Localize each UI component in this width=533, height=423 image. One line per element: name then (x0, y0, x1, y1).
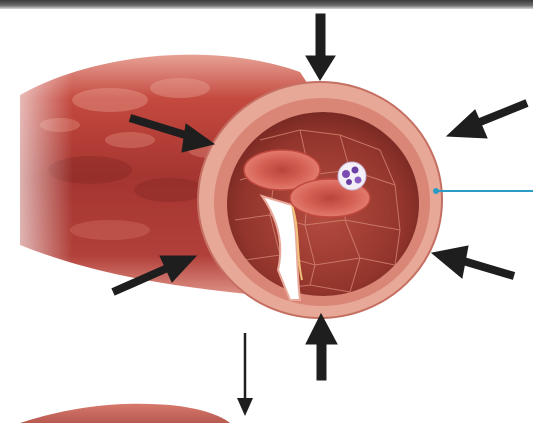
arrow-icon (306, 314, 337, 380)
thin-arrow-down-icon (237, 333, 253, 416)
white-blood-cell (338, 162, 366, 190)
arrow-icon (447, 103, 527, 138)
label-pointer-line (433, 188, 533, 194)
second-vessel-partial (20, 404, 230, 423)
arrow-icon (432, 246, 514, 278)
